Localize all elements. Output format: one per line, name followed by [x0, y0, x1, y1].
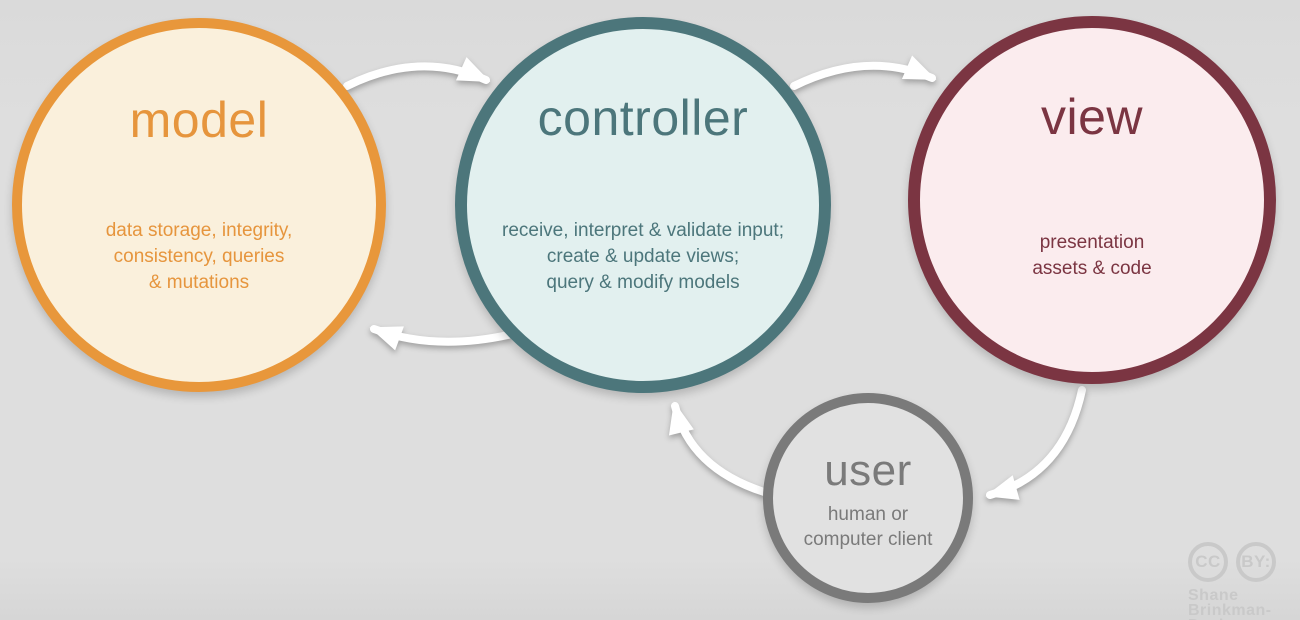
node-model-desc-line: consistency, queries — [113, 246, 285, 267]
node-controller-description: receive, interpret & validate input; cre… — [502, 218, 784, 296]
author-last-name: Brinkman-Davis — [1188, 602, 1272, 620]
node-view-desc-line: assets & code — [1032, 258, 1152, 279]
cc-by-badges: CC BY: — [1188, 542, 1300, 582]
author-credit: Shane Brinkman-Davis — [1188, 588, 1300, 620]
node-model: model data storage, integrity, consisten… — [12, 18, 386, 392]
node-view-desc-line: presentation — [1039, 232, 1145, 253]
node-view-title: view — [1040, 89, 1144, 145]
node-user-description: human or computer client — [804, 502, 933, 552]
node-model-desc-line: & mutations — [148, 272, 250, 293]
arrow-view-to-user — [985, 386, 1086, 500]
by-license-icon: BY: — [1236, 542, 1276, 582]
node-controller-desc-line: query & modify models — [546, 272, 740, 293]
node-view: view presentation assets & code — [908, 16, 1276, 384]
node-controller: controller receive, interpret & validate… — [455, 17, 831, 393]
node-view-description: presentation assets & code — [1032, 230, 1151, 282]
node-model-title: model — [129, 92, 269, 148]
node-controller-desc-line: receive, interpret & validate input; — [502, 220, 784, 241]
node-model-desc-line: data storage, integrity, — [105, 220, 293, 241]
node-controller-desc-line: create & update views; — [546, 246, 740, 267]
author-first-name: Shane — [1188, 587, 1239, 604]
arrow-controller-to-model — [369, 325, 512, 351]
node-user-desc-line: computer client — [803, 529, 933, 550]
node-user-title: user — [824, 446, 912, 495]
arrow-controller-to-view — [790, 55, 937, 90]
node-model-description: data storage, integrity, consistency, qu… — [106, 218, 293, 296]
arrow-user-to-controller — [668, 401, 768, 496]
node-user: user human or computer client — [763, 393, 973, 603]
license-attribution: CC BY: Shane Brinkman-Davis — [1188, 542, 1300, 620]
node-user-desc-line: human or — [827, 504, 909, 525]
cc-license-icon: CC — [1188, 542, 1228, 582]
node-controller-title: controller — [537, 90, 749, 146]
arrow-model-to-controller — [343, 57, 491, 90]
